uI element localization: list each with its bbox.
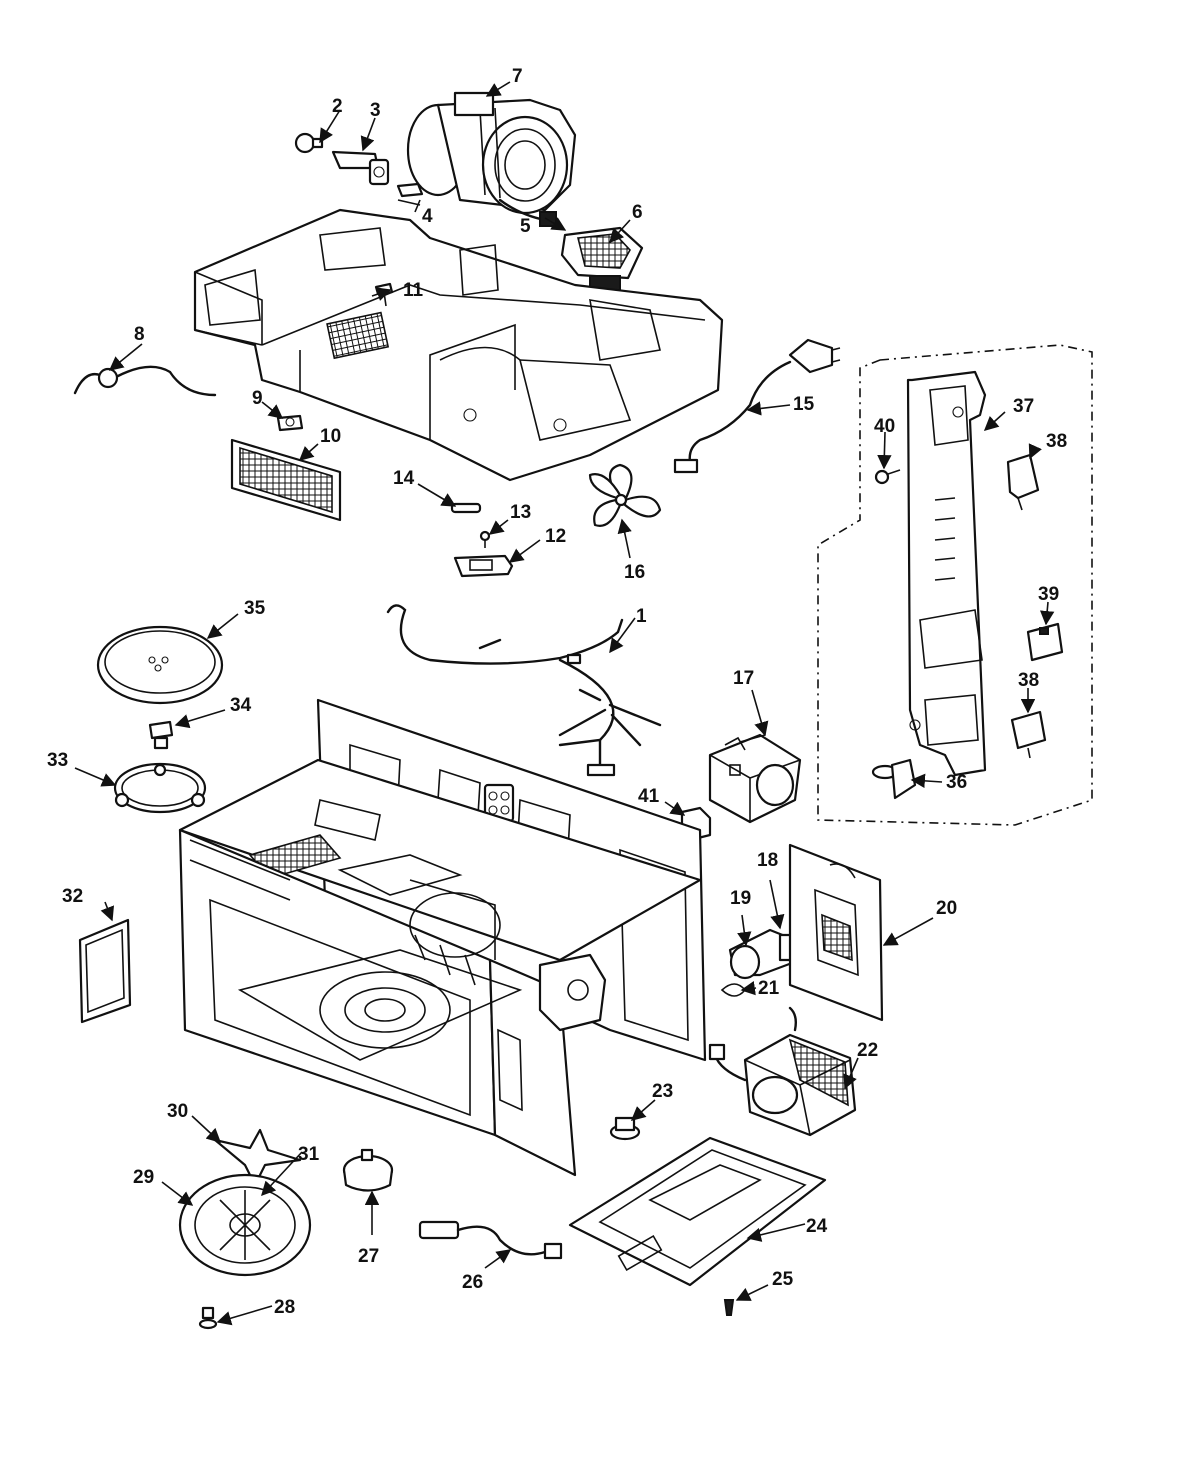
bracket-12 (453, 554, 514, 578)
screw-25 (723, 1299, 735, 1316)
control-bracket (788, 843, 884, 1022)
callout-2: 2 (332, 96, 343, 117)
callout-16: 16 (624, 562, 645, 583)
lamp-socket (331, 150, 390, 186)
callout-38-bottom: 38 (1018, 670, 1039, 691)
callout-36: 36 (946, 772, 967, 793)
side-panel-32 (78, 918, 132, 1024)
callout-5: 5 (520, 216, 531, 237)
thermostat-9 (276, 414, 304, 432)
stirrer-blade (213, 1128, 302, 1187)
callout-25: 25 (772, 1269, 794, 1290)
callout-31: 31 (298, 1144, 320, 1165)
fan-motor (560, 226, 644, 291)
roller-ring (113, 762, 207, 814)
fan-blade (588, 463, 662, 527)
callout-32: 32 (62, 886, 83, 907)
callout-15: 15 (793, 394, 815, 415)
callout-11: 11 (403, 280, 424, 301)
callout-39: 39 (1038, 584, 1059, 605)
turntable-coupler (148, 720, 174, 750)
callout-23: 23 (652, 1081, 673, 1102)
callout-21: 21 (758, 978, 780, 999)
glass-turntable (96, 625, 224, 705)
callout-26: 26 (462, 1272, 483, 1293)
callout-40: 40 (874, 416, 895, 437)
base-plate (193, 208, 724, 482)
washer-28 (198, 1306, 218, 1330)
callout-41: 41 (638, 786, 660, 807)
door-latch-group (817, 344, 1093, 826)
callout-35: 35 (244, 598, 266, 619)
callout-24: 24 (806, 1216, 828, 1237)
callout-29: 29 (133, 1167, 154, 1188)
callout-7: 7 (512, 66, 523, 87)
wire-harness (386, 604, 662, 777)
bottom-plate (568, 1136, 827, 1287)
turntable-motor (342, 1148, 394, 1192)
callout-3: 3 (370, 100, 381, 121)
leader-lines (74, 81, 1055, 1326)
power-cord (673, 338, 841, 474)
callout-6: 6 (632, 202, 643, 223)
hv-transformer (708, 1006, 857, 1137)
clip-part (396, 182, 424, 198)
blower-motor (406, 91, 577, 227)
clip-21 (720, 983, 747, 997)
callout-13: 13 (510, 502, 531, 523)
callout-22: 22 (857, 1040, 878, 1061)
callout-19: 19 (730, 888, 751, 909)
callout-33: 33 (47, 750, 68, 771)
grease-filter (230, 438, 342, 522)
harness-26 (418, 1220, 563, 1260)
callout-9: 9 (252, 388, 263, 409)
callout-38-top: 38 (1046, 431, 1067, 452)
stirrer-housing (178, 1173, 312, 1277)
callout-8: 8 (134, 324, 145, 345)
callout-18: 18 (757, 850, 778, 871)
callout-27: 27 (358, 1246, 379, 1267)
callout-10: 10 (320, 426, 341, 447)
callout-17: 17 (733, 668, 754, 689)
callout-4: 4 (422, 206, 433, 227)
callout-labels: 1 2 3 4 5 6 7 8 9 10 11 12 13 14 15 16 1… (47, 66, 1067, 1318)
oven-cavity (178, 698, 707, 1177)
thermal-cutout-8 (73, 365, 217, 397)
callout-30: 30 (167, 1101, 188, 1122)
callout-34: 34 (230, 695, 252, 716)
callout-37: 37 (1013, 396, 1034, 417)
thermostat-23 (609, 1116, 641, 1141)
transformer (708, 733, 802, 824)
screw-13 (479, 530, 491, 548)
lamp-bulb (294, 132, 324, 154)
pin-14 (450, 502, 482, 514)
callout-20: 20 (936, 898, 957, 919)
callout-14: 14 (393, 468, 415, 489)
callout-1: 1 (636, 606, 647, 627)
callout-12: 12 (545, 526, 566, 547)
callout-28: 28 (274, 1297, 295, 1318)
